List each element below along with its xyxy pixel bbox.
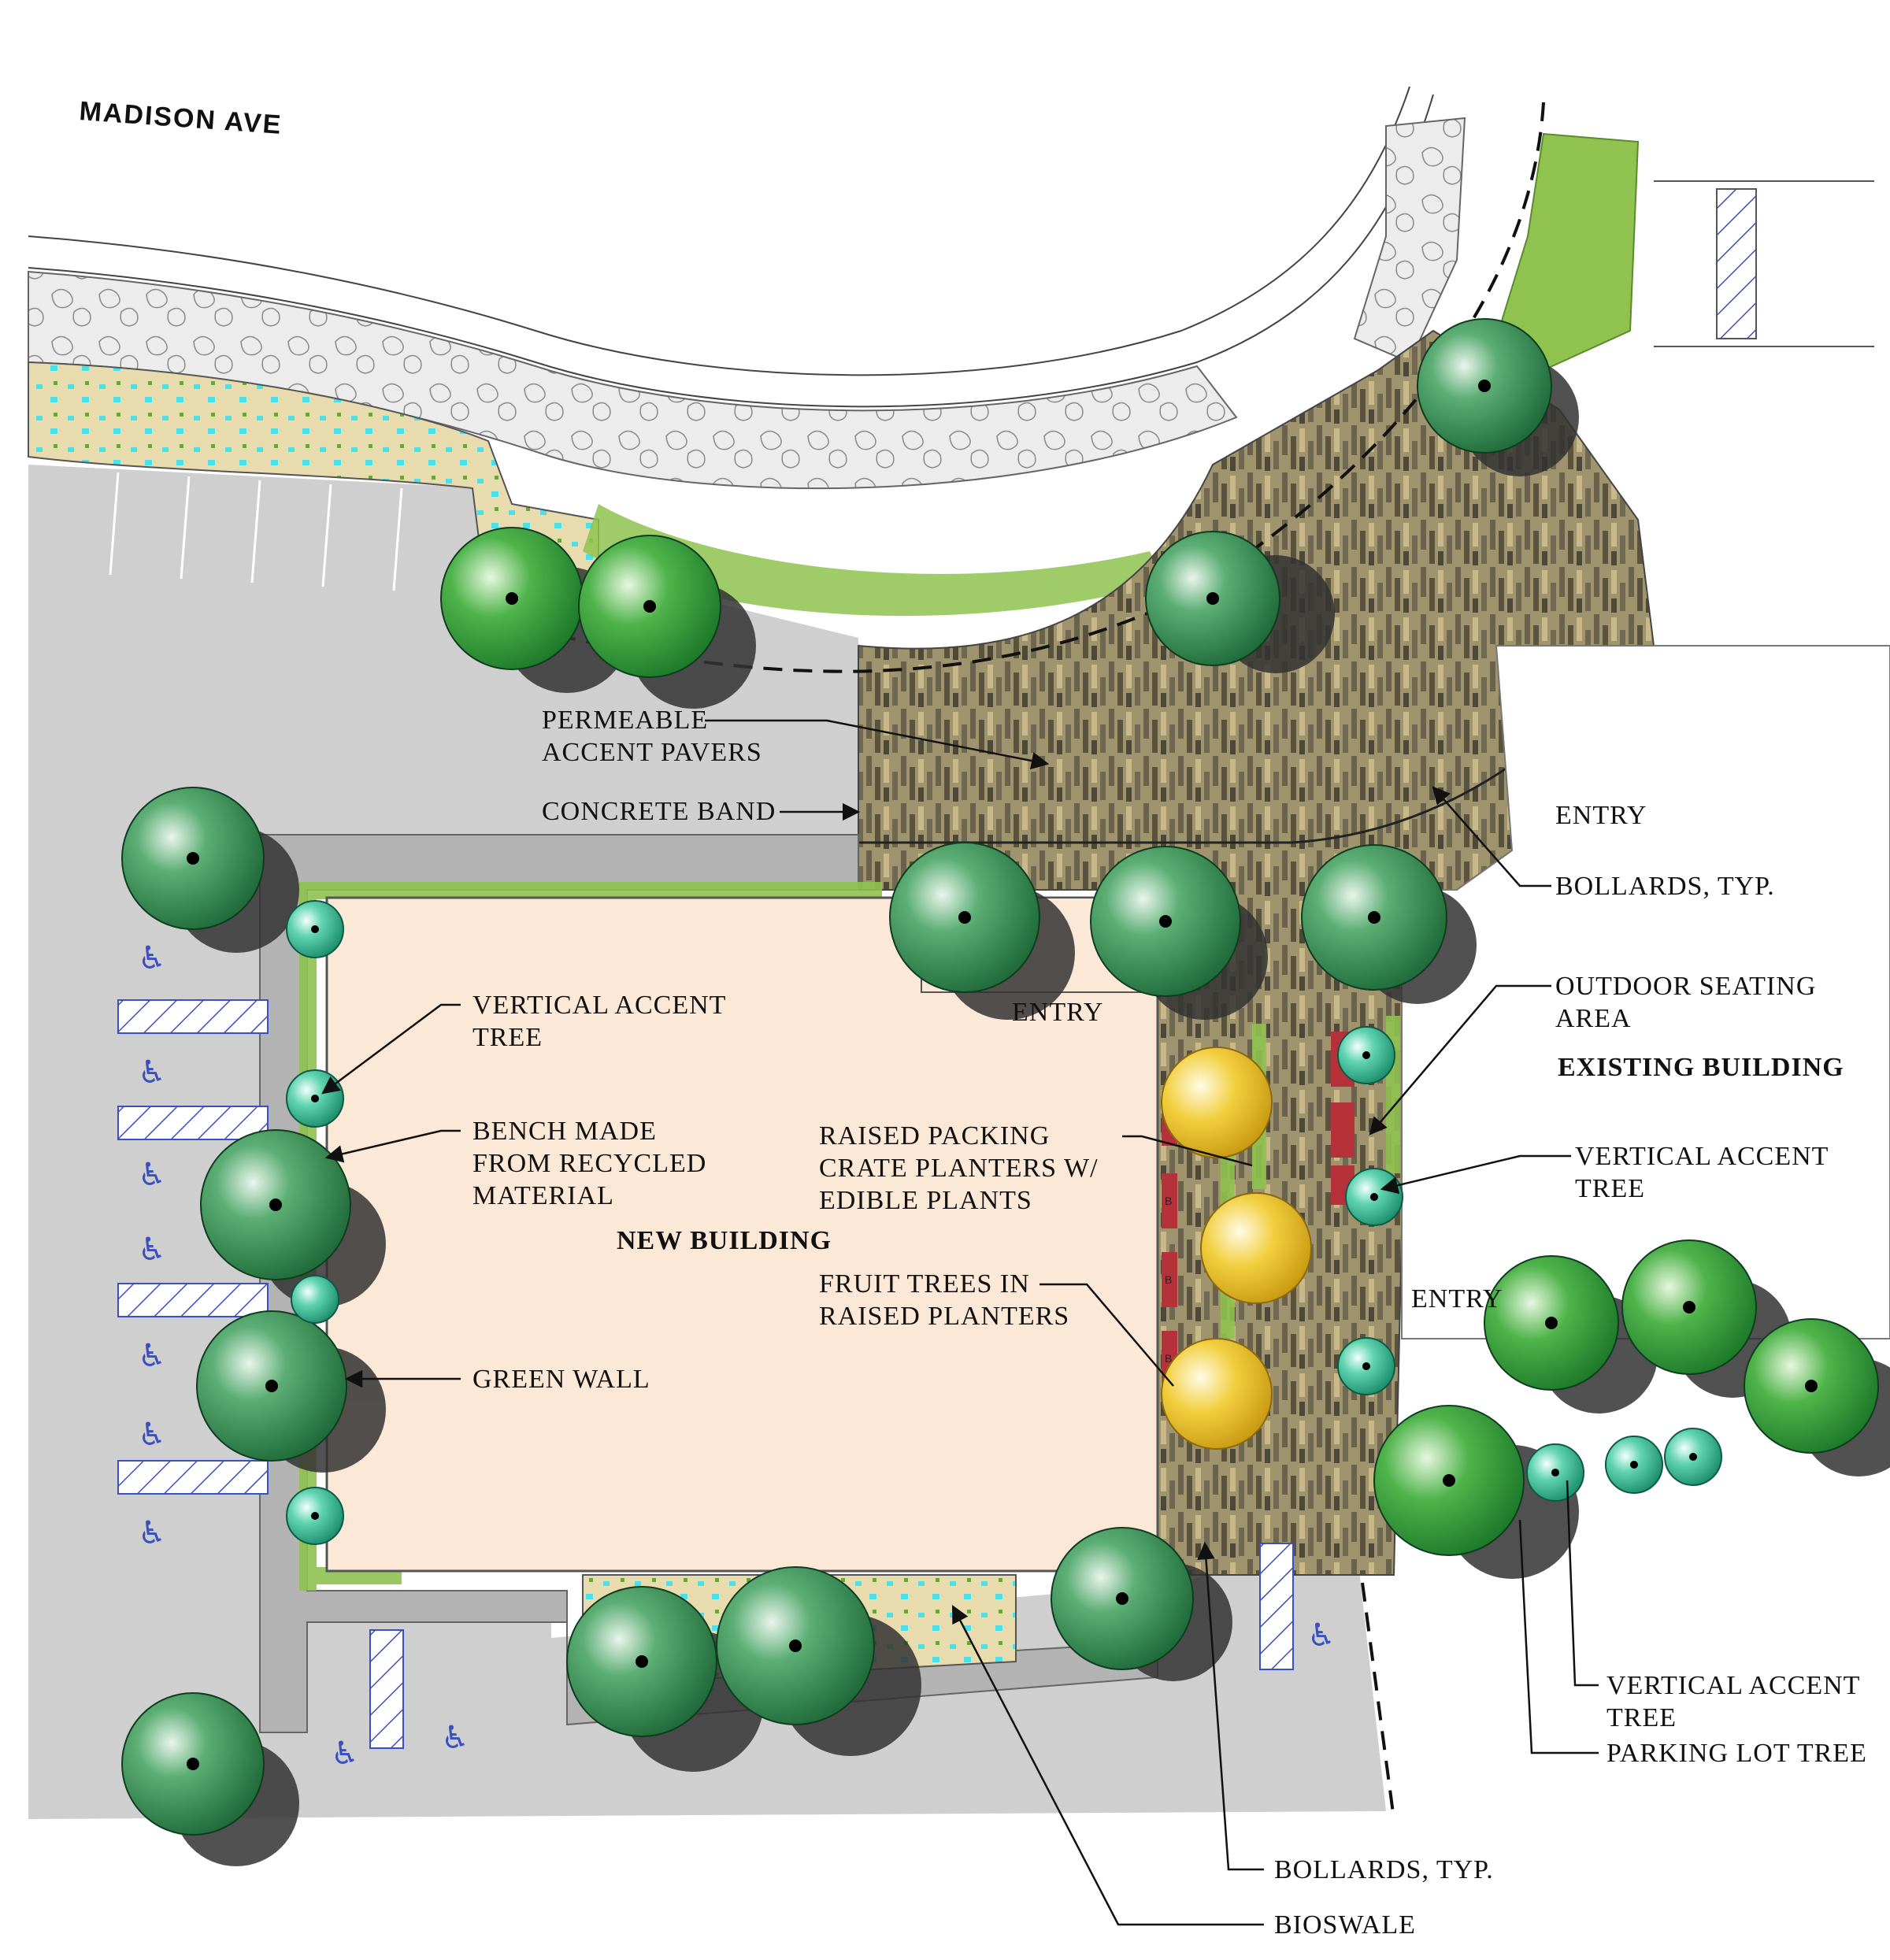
fruit-tree [1161, 1338, 1273, 1450]
label-bench-1: BENCH MADE [472, 1117, 657, 1146]
bench [1162, 1173, 1177, 1228]
label-new-building: NEW BUILDING [617, 1226, 832, 1255]
svg-text:B: B [1165, 1352, 1172, 1365]
label-vertical-accent-right-1: VERTICAL ACCENT [1575, 1142, 1829, 1171]
label-raised-crate-3: EDIBLE PLANTS [819, 1186, 1032, 1215]
fruit-tree [1161, 1047, 1273, 1158]
svg-text:♿: ♿ [138, 1232, 166, 1268]
svg-text:♿: ♿ [138, 1515, 166, 1551]
svg-text:♿: ♿ [138, 1054, 166, 1091]
fruit-trees [1161, 1047, 1312, 1450]
label-green-wall: GREEN WALL [472, 1365, 650, 1394]
existing-building [1401, 645, 1890, 1339]
label-bench-2: FROM RECYCLED [472, 1149, 706, 1178]
label-raised-crate-2: CRATE PLANTERS W/ [819, 1154, 1099, 1183]
label-vertical-accent-bottom-2: TREE [1606, 1703, 1677, 1732]
leader-lines [321, 719, 1599, 1926]
label-vertical-accent-bottom-1: VERTICAL ACCENT [1606, 1671, 1860, 1700]
accessible-stalls [117, 999, 1294, 1749]
label-outdoor-seating-2: AREA [1555, 1004, 1632, 1033]
label-fruit-trees-2: RAISED PLANTERS [819, 1302, 1069, 1331]
svg-text:♿: ♿ [138, 1338, 166, 1374]
svg-text:♿: ♿ [331, 1736, 359, 1772]
label-bollards-bottom: BOLLARDS, TYP. [1274, 1855, 1494, 1884]
label-bioswale: BIOSWALE [1274, 1910, 1416, 1940]
annotations: PERMEABLE ACCENT PAVERS CONCRETE BAND EN… [472, 706, 1867, 1940]
label-existing-building: EXISTING BUILDING [1558, 1053, 1844, 1082]
bench [1331, 1102, 1354, 1158]
svg-text:♿: ♿ [441, 1720, 469, 1756]
fruit-tree [1200, 1192, 1312, 1304]
svg-text:♿: ♿ [138, 940, 166, 976]
accessible-symbols: ♿ ♿ ♿ ♿ ♿ ♿ ♿ ♿ ♿ ♿ [138, 940, 1336, 1772]
groundcover-curve [583, 504, 1166, 617]
accent-tree [291, 1275, 339, 1324]
label-permeable-pavers-2: ACCENT PAVERS [542, 738, 762, 767]
label-entry-east: ENTRY [1555, 801, 1647, 830]
label-bollards-top: BOLLARDS, TYP. [1555, 872, 1775, 901]
label-fruit-trees-1: FRUIT TREES IN [819, 1269, 1030, 1299]
label-permeable-pavers-1: PERMEABLE [542, 706, 708, 735]
tree-trunks [187, 380, 1818, 1770]
label-vertical-accent-left-1: VERTICAL ACCENT [472, 991, 726, 1020]
parking-ne [1654, 180, 1874, 347]
svg-text:B: B [1165, 1195, 1172, 1207]
label-vertical-accent-right-2: TREE [1575, 1174, 1645, 1203]
svg-text:B: B [1165, 1273, 1172, 1286]
label-parking-lot-tree: PARKING LOT TREE [1606, 1739, 1867, 1768]
street-edge [28, 86, 1434, 408]
label-raised-crate-1: RAISED PACKING [819, 1121, 1050, 1150]
bench [1162, 1252, 1177, 1307]
label-bench-3: MATERIAL [472, 1181, 614, 1210]
svg-text:♿: ♿ [138, 1417, 166, 1453]
label-outdoor-seating-1: OUTDOOR SEATING [1555, 972, 1816, 1001]
label-entry-south: ENTRY [1411, 1284, 1503, 1313]
label-concrete-band: CONCRETE BAND [542, 797, 776, 826]
property-line-south [1361, 1582, 1395, 1820]
svg-text:♿: ♿ [1307, 1617, 1336, 1654]
label-vertical-accent-left-2: TREE [472, 1023, 543, 1052]
label-entry-building: ENTRY [1012, 998, 1103, 1027]
svg-text:♿: ♿ [138, 1157, 166, 1193]
